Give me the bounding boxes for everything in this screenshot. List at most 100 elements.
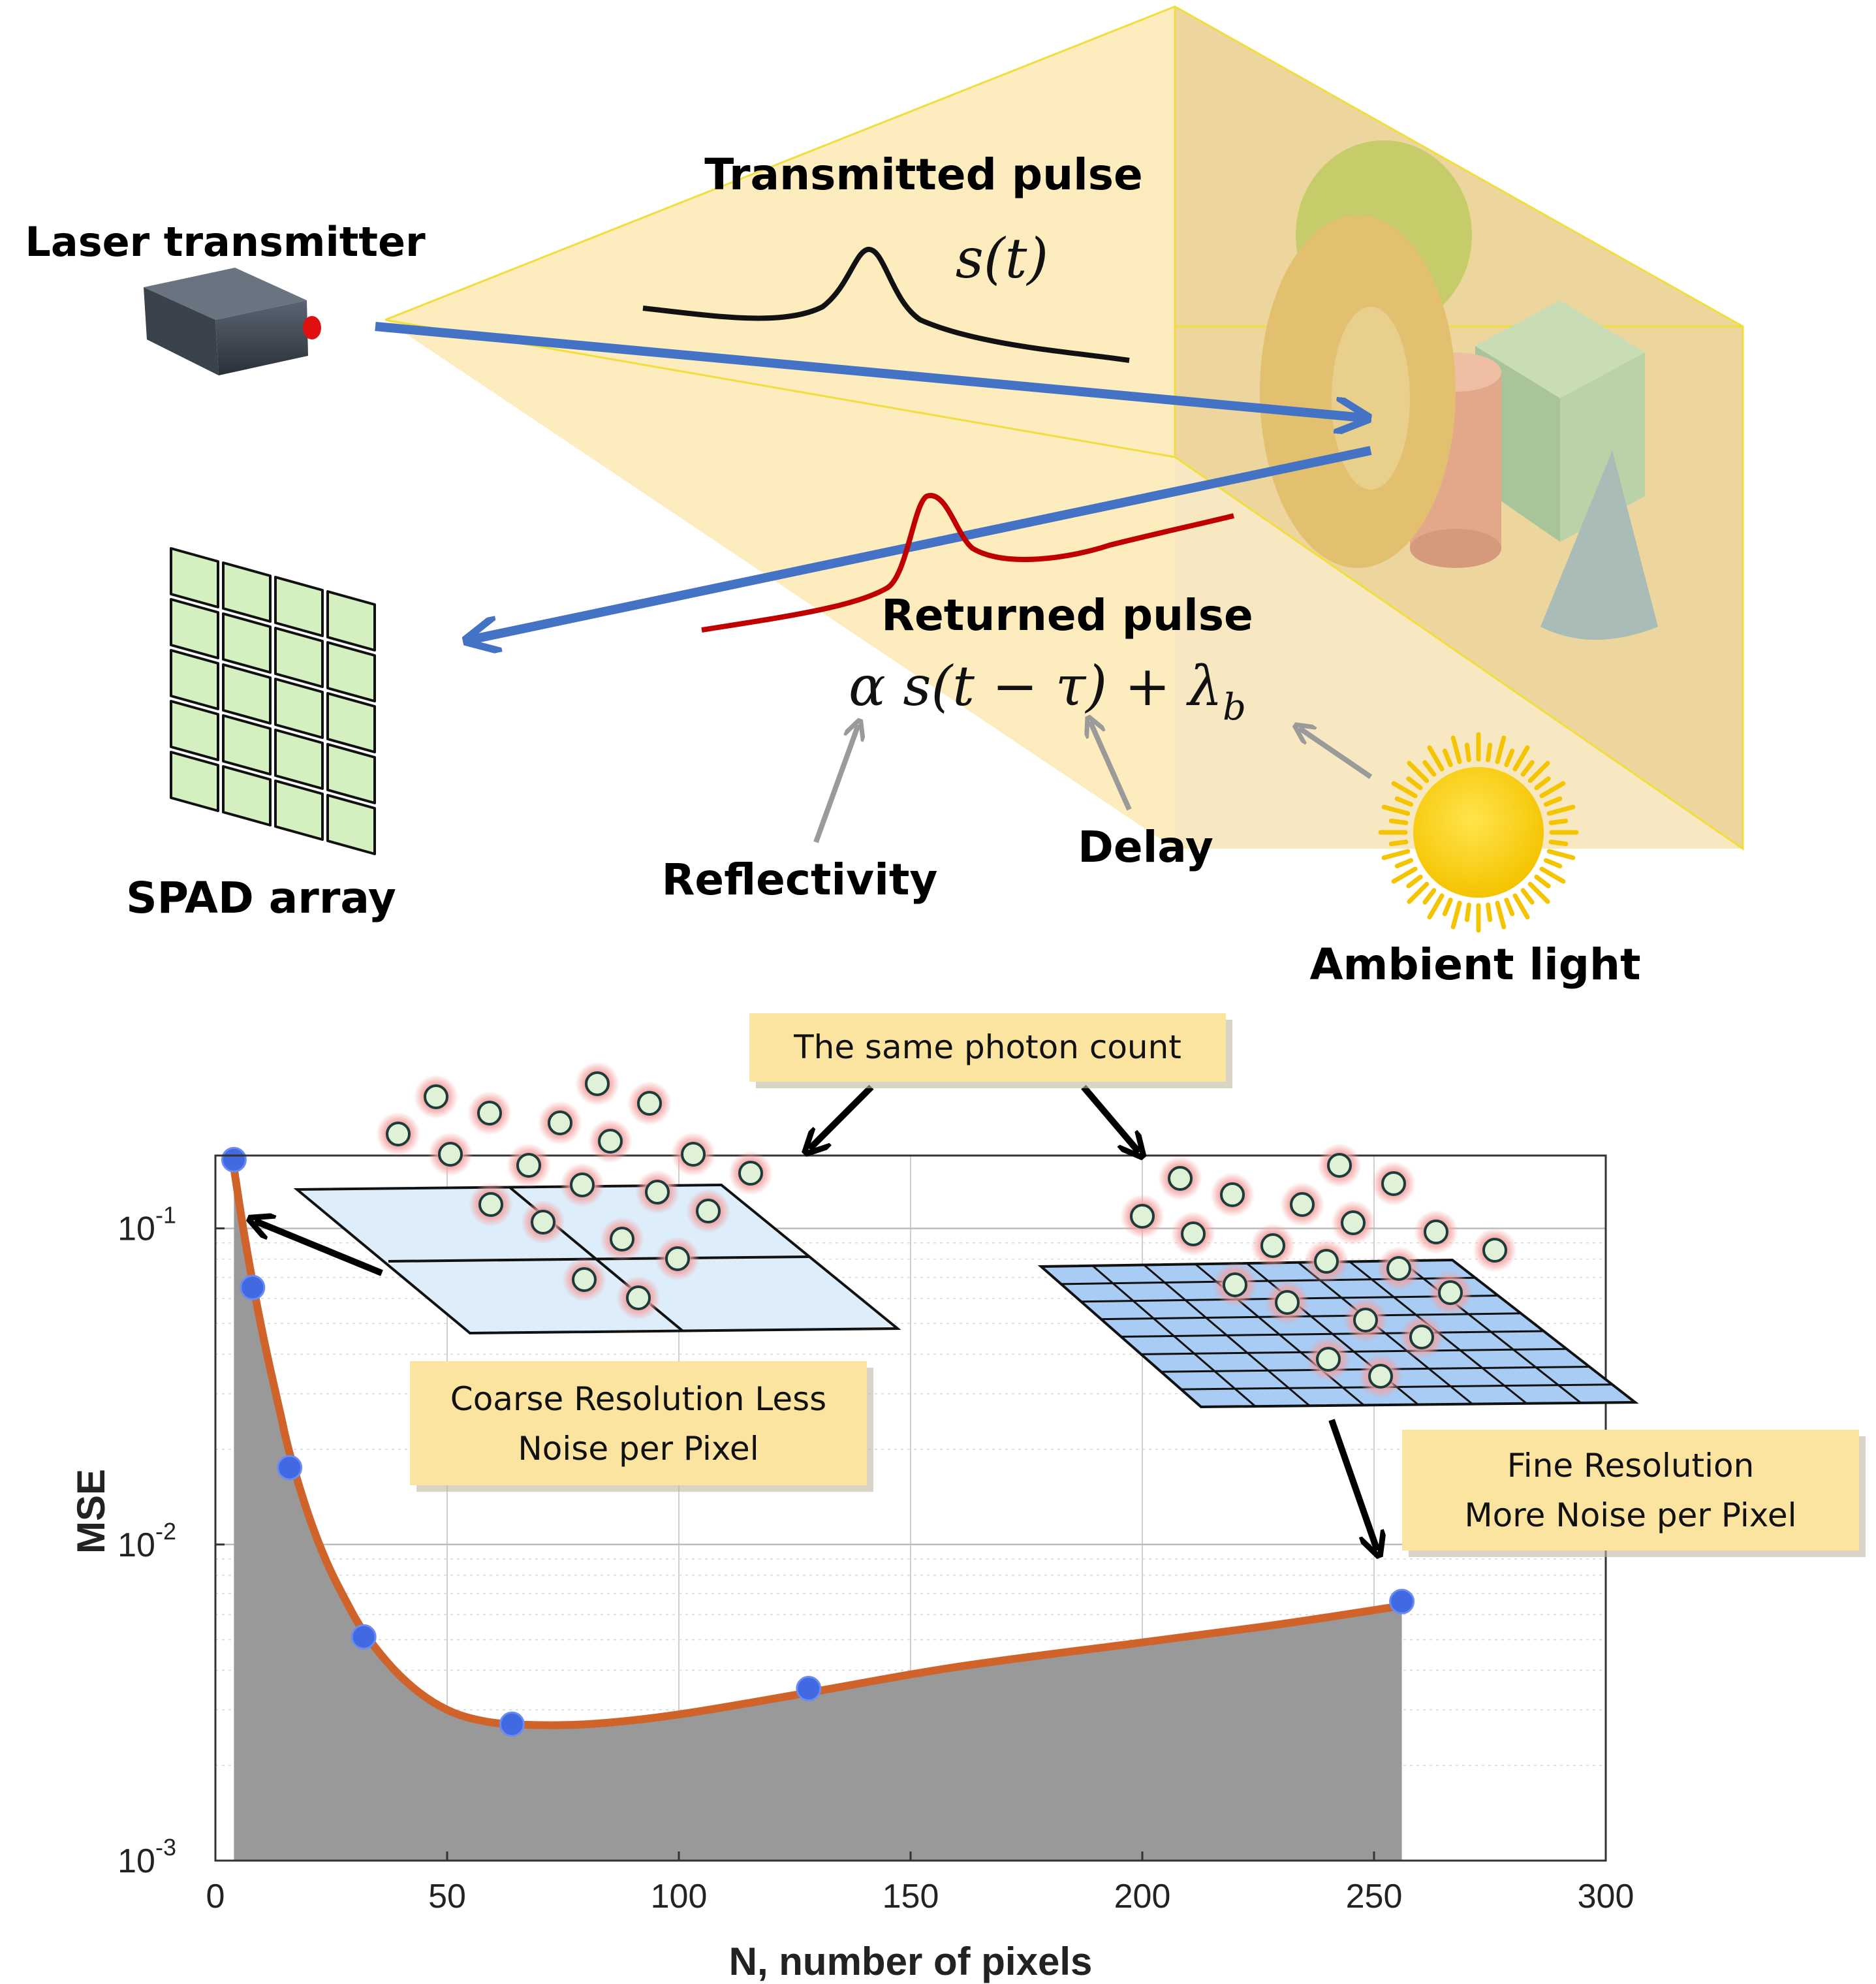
x-tick-label: 250 (1346, 1878, 1403, 1915)
ambient-arrow (1299, 728, 1373, 779)
spad-array-label: SPAD array (126, 873, 396, 923)
photon (478, 1192, 503, 1217)
coarse-grid-illustration (293, 1183, 901, 1335)
sun-ray (1534, 776, 1551, 791)
sun-ray (1394, 858, 1414, 869)
sun-ray (1527, 761, 1550, 783)
cone-object (1540, 450, 1658, 640)
same-photon-count-callout: The same photon count (749, 1013, 1232, 1088)
sun-ray (1548, 840, 1569, 847)
photon (386, 1122, 411, 1146)
sun-ray (1539, 866, 1566, 884)
photon (548, 1110, 572, 1135)
mse-markers (221, 1146, 1415, 1737)
photon (1341, 1210, 1366, 1235)
photon (1220, 1182, 1245, 1207)
delay-arrow (1090, 721, 1132, 811)
photon (1482, 1238, 1507, 1263)
photon (598, 1129, 623, 1154)
sun-ray (1391, 866, 1418, 884)
x-tick-label: 150 (883, 1878, 939, 1915)
photon (516, 1153, 541, 1178)
return-beam (470, 446, 1372, 640)
photon (1386, 1256, 1411, 1281)
sun-ray (1534, 874, 1551, 889)
reflectivity-arrow (813, 725, 858, 843)
spad-cell (274, 678, 324, 739)
sun-disc (1413, 767, 1544, 898)
spad-cell (170, 598, 219, 659)
spad-cell (222, 561, 272, 623)
sun-ray (1407, 881, 1430, 904)
y-tick-label: 10-2 (117, 1518, 176, 1564)
x-tick-label: 0 (206, 1878, 225, 1915)
fine-grid-line (1141, 1347, 1567, 1355)
data-point (499, 1711, 525, 1737)
photon (1181, 1221, 1206, 1246)
sun-ray (1546, 849, 1576, 860)
photon (1327, 1153, 1352, 1178)
arrow-to-coarse (809, 1084, 874, 1149)
y-tick-label: 10-3 (117, 1834, 176, 1880)
sun-ray (1406, 776, 1423, 791)
returned-formula: α s(t − τ) + λb (849, 654, 1246, 729)
photon (531, 1210, 555, 1235)
sun-ray (1520, 760, 1535, 777)
sun-ray (1520, 888, 1535, 905)
sun-ray (1381, 804, 1411, 816)
sun-ray (1504, 897, 1515, 917)
sun-ray (1527, 881, 1550, 904)
photon (1438, 1280, 1463, 1305)
sun-ray (1548, 818, 1569, 825)
sun-icon (1378, 732, 1579, 933)
photon (1409, 1325, 1434, 1349)
spad-cell (326, 641, 376, 702)
delay-label: Delay (1078, 822, 1213, 872)
spad-cell (326, 590, 376, 652)
sun-ray (1512, 893, 1530, 920)
data-point (277, 1455, 303, 1481)
spad-cell (222, 663, 272, 725)
sun-ray (1406, 874, 1423, 889)
photon (1275, 1290, 1300, 1315)
sun-ray (1543, 796, 1563, 807)
photon (681, 1142, 706, 1167)
fine-callout: Fine Resolution More Noise per Pixel (1402, 1430, 1866, 1557)
sun-ray (1450, 735, 1462, 764)
photon (438, 1142, 463, 1167)
sun-ray (1495, 900, 1507, 930)
coarse-callout-line2: Noise per Pixel (518, 1430, 758, 1468)
data-point (351, 1624, 377, 1650)
returned-pulse-label: Returned pulse (881, 590, 1253, 640)
spad-array-icon (170, 547, 376, 855)
sun-ray (1388, 840, 1409, 847)
spad-cell (170, 700, 219, 761)
scene-objects (1260, 140, 1658, 640)
sun-ray (1381, 849, 1411, 860)
outgoing-beam (375, 322, 1364, 418)
photon (424, 1084, 448, 1109)
spad-cell (170, 649, 219, 710)
photon (1424, 1220, 1448, 1244)
photon (665, 1246, 690, 1271)
photon (1290, 1192, 1315, 1217)
arrow-to-fine (1081, 1084, 1139, 1152)
sun-ray (1422, 760, 1437, 777)
reflectivity-label: Reflectivity (662, 855, 938, 905)
photon (477, 1101, 502, 1126)
torus-object (1260, 215, 1456, 568)
sun-ray (1388, 818, 1409, 825)
sun-ray (1504, 748, 1515, 768)
coarse-callout-line1: Coarse Resolution Less (450, 1380, 826, 1418)
sun-ray (1464, 902, 1471, 922)
spad-cell (222, 765, 272, 827)
photon (585, 1071, 610, 1096)
x-axis-label: N, number of pixels (729, 1940, 1093, 1983)
transmitted-pulse-curve (642, 247, 1130, 363)
spad-cell (170, 751, 219, 812)
sun-ray (1464, 742, 1471, 763)
fine-grid-illustration (1037, 1258, 1639, 1409)
photon (1223, 1272, 1247, 1297)
photon (1168, 1166, 1193, 1191)
